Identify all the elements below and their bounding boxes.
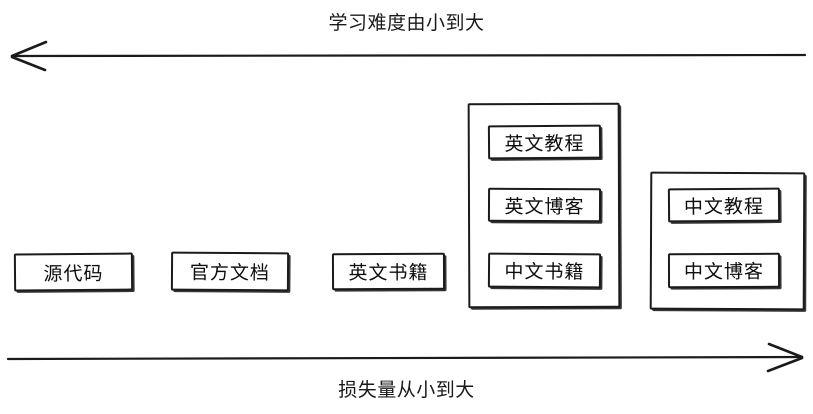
node-label: 官方文档 [189,262,271,285]
node-official-docs[interactable]: 官方文档 [170,251,290,292]
node-chinese-blogs[interactable]: 中文博客 [667,252,781,289]
bottom-axis [6,342,804,373]
top-axis-label: 学习难度由小到大 [328,13,485,34]
node-label: 中文教程 [683,196,765,218]
node-label: 英文书籍 [348,262,429,285]
node-label: 中文书籍 [504,261,585,284]
node-english-books[interactable]: 英文书籍 [331,252,446,291]
node-label: 中文博客 [683,261,765,284]
node-english-tutorials[interactable]: 英文教程 [487,124,602,160]
node-english-blogs[interactable]: 英文博客 [487,187,602,223]
arrow-left-icon [10,40,48,72]
bottom-axis-label: 损失量从小到大 [338,380,475,401]
node-chinese-books[interactable]: 中文书籍 [487,252,602,289]
top-axis [10,40,807,72]
node-label: 源代码 [43,263,104,285]
arrow-right-icon [766,342,804,373]
node-label: 英文教程 [504,133,585,155]
node-source-code[interactable]: 源代码 [13,252,134,292]
node-label: 英文博客 [504,196,585,218]
node-chinese-tutorials[interactable]: 中文教程 [667,187,781,223]
